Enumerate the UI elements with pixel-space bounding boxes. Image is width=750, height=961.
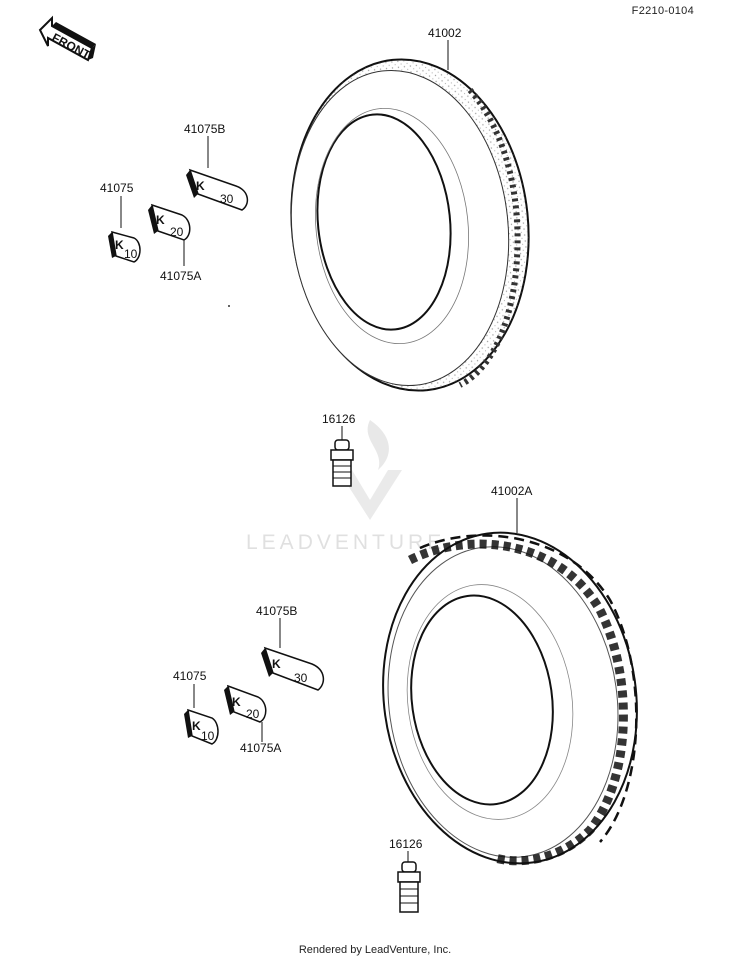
watermark-text: LEADVENTURE bbox=[246, 531, 445, 554]
weight-30-top: K 30 bbox=[186, 168, 249, 211]
diagram-code: F2210-0104 bbox=[631, 5, 694, 17]
weight-20-bottom: K 20 bbox=[224, 684, 267, 723]
label-41075-top: 41075 bbox=[100, 181, 134, 195]
weight-10-top: K 10 bbox=[108, 230, 141, 263]
label-41075b-bottom: 41075B bbox=[256, 604, 297, 618]
front-arrow: FRONT bbox=[38, 15, 96, 62]
weight-20b-brand: K bbox=[232, 695, 241, 709]
weight-20-mark: 20 bbox=[170, 225, 184, 239]
weight-10-brand: K bbox=[115, 238, 124, 252]
weight-10-bottom: K 10 bbox=[184, 708, 219, 745]
label-41075-bottom: 41075 bbox=[173, 669, 207, 683]
valve-bottom bbox=[397, 861, 421, 913]
label-16126-top: 16126 bbox=[322, 412, 356, 426]
label-41075a-bottom: 41075A bbox=[240, 741, 281, 755]
label-16126-bottom: 16126 bbox=[389, 837, 423, 851]
weight-30b-brand: K bbox=[272, 657, 281, 671]
weight-10-mark: 10 bbox=[124, 247, 138, 261]
weight-10b-brand: K bbox=[192, 719, 201, 733]
weight-10b-mark: 10 bbox=[201, 729, 215, 743]
weight-30-brand: K bbox=[196, 179, 205, 193]
label-41075a-top: 41075A bbox=[160, 269, 201, 283]
tire-front bbox=[290, 58, 530, 392]
weight-30b-mark: 30 bbox=[294, 671, 308, 685]
valve-top bbox=[330, 439, 354, 487]
weight-20-brand: K bbox=[156, 213, 165, 227]
watermark: LEADVENTURE bbox=[246, 420, 445, 554]
weight-30-mark: 30 bbox=[220, 192, 234, 206]
label-41075b-top: 41075B bbox=[184, 122, 225, 136]
weight-20-top: K 20 bbox=[148, 203, 191, 241]
weight-20b-mark: 20 bbox=[246, 707, 260, 721]
label-41002: 41002 bbox=[428, 26, 462, 40]
stray-dot bbox=[228, 305, 230, 307]
tire-rear bbox=[382, 531, 638, 866]
weight-30-bottom: K 30 bbox=[261, 646, 325, 691]
label-41002a: 41002A bbox=[491, 484, 532, 498]
footer-credit: Rendered by LeadVenture, Inc. bbox=[298, 944, 452, 956]
